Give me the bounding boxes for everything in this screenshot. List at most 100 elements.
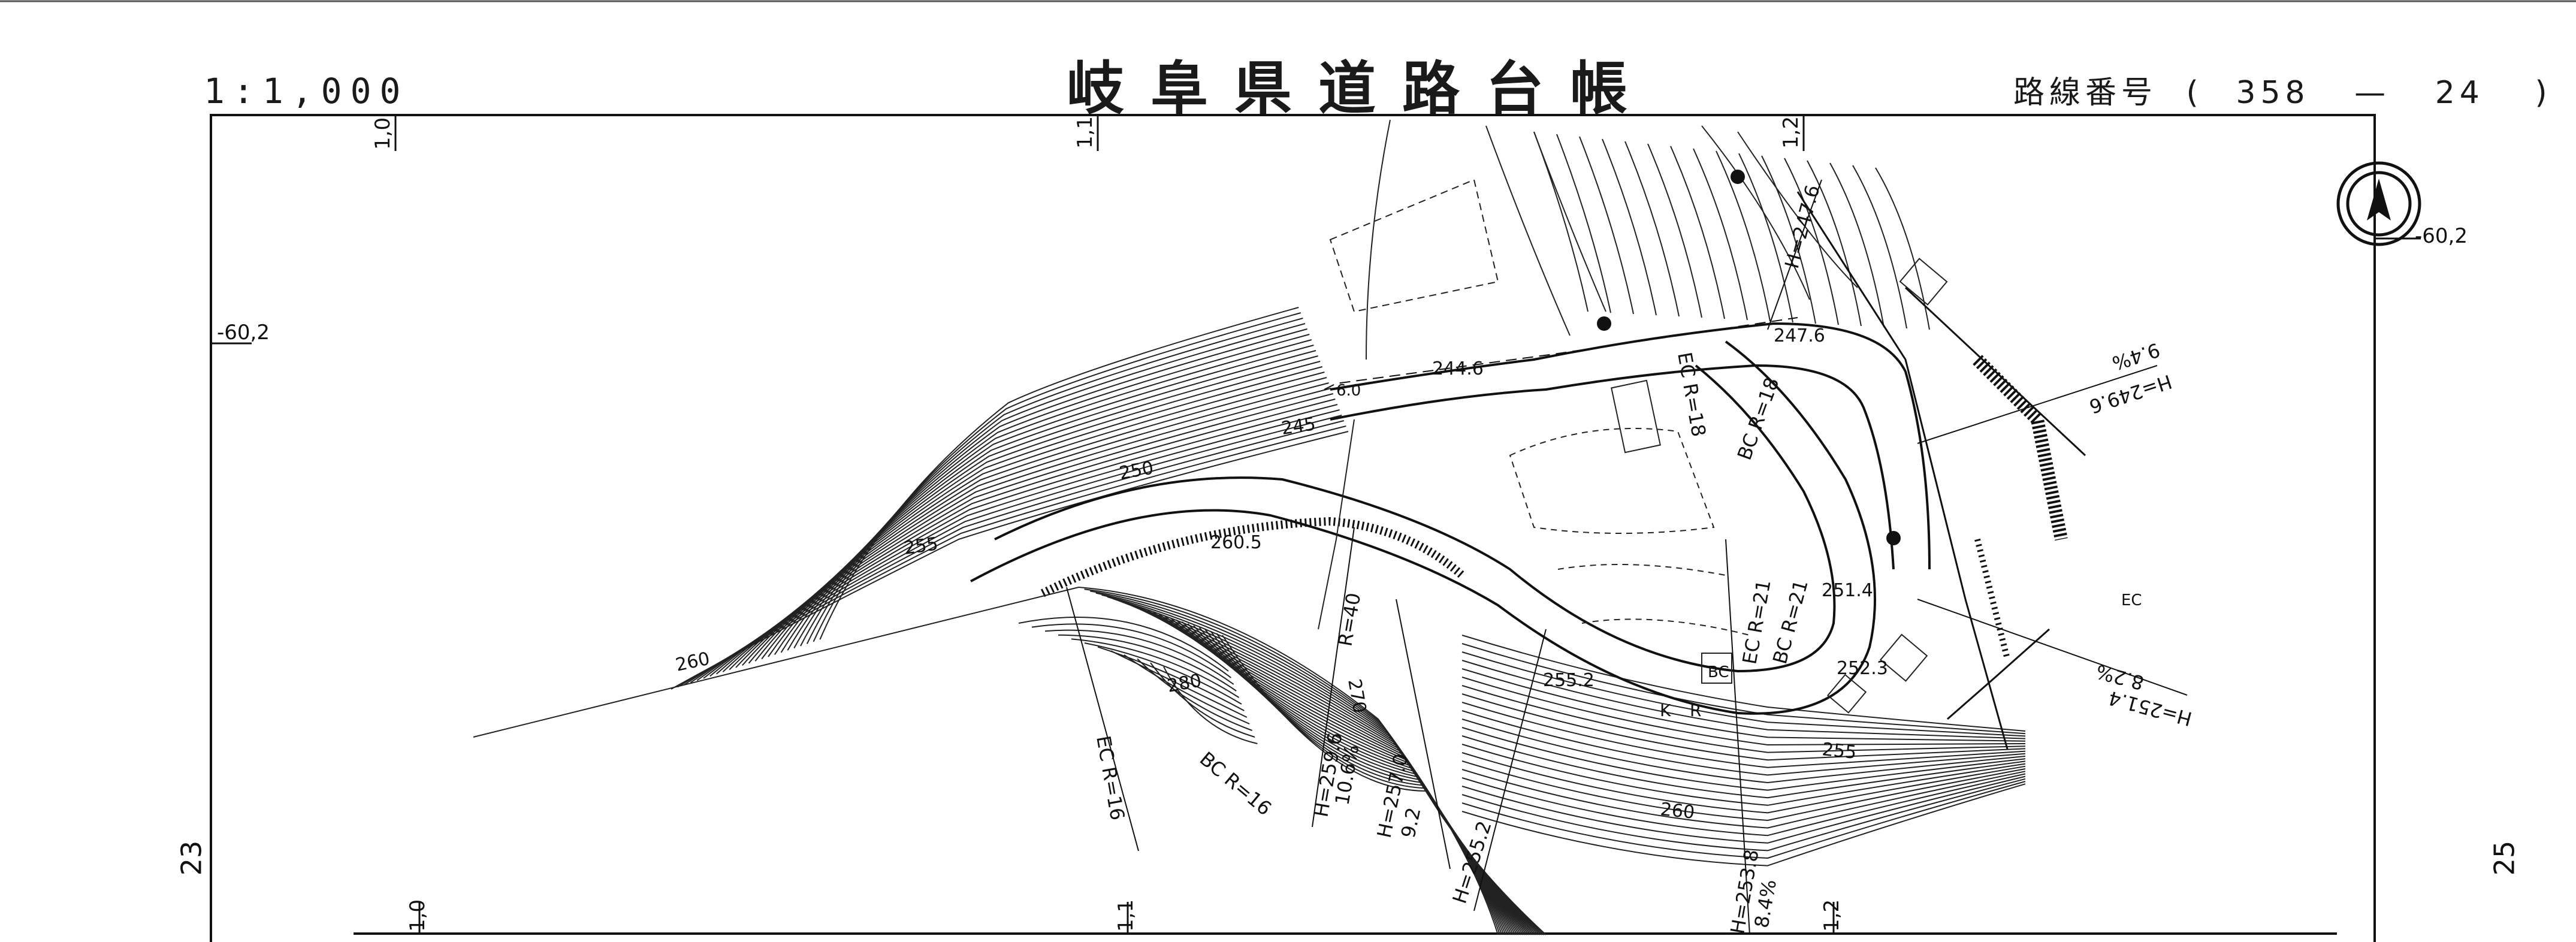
contour-line [1829, 162, 1885, 328]
road-mark: R [1690, 701, 1701, 720]
elevation-label: 244.6 [1432, 358, 1484, 379]
contour-line [754, 361, 1321, 662]
contour-label: 255 [902, 533, 940, 559]
north-arrow-icon [2336, 161, 2421, 246]
grid-label-bottom-3: 1,2 [1820, 899, 1844, 932]
road-main-north-edge [994, 364, 1836, 673]
road-mark: BC [1708, 663, 1729, 681]
contour-line [1461, 651, 2026, 737]
contour-line [793, 328, 1307, 649]
leader-lines [1066, 179, 2188, 935]
road-mark: K [1660, 701, 1671, 720]
elevation-label: 251.4 [1822, 580, 1873, 601]
contour-line [1071, 638, 1240, 698]
contour-lines [671, 131, 2026, 935]
contour-line [1137, 658, 1252, 731]
contour-label: 260 [1659, 799, 1696, 823]
contour-line [1461, 773, 2026, 837]
contour-label: 250 [1118, 457, 1155, 484]
contour-label-group: 245 250 255 260 270 280 255 260 244.6 24… [674, 325, 1888, 823]
annotation-grade: 8.2% [2094, 660, 2146, 695]
route-close-paren: ) [2535, 75, 2552, 111]
contour-line [1556, 134, 1611, 313]
contour-line [1852, 165, 1907, 329]
contour-line [774, 345, 1314, 655]
contour-line [800, 323, 1306, 647]
grid-label-left: -60,2 [217, 321, 270, 345]
contour-line [1784, 158, 1839, 325]
contour-line [1461, 781, 2026, 859]
route-section-value: 24 [2435, 75, 2484, 111]
contour-line [1058, 634, 1237, 692]
contour-line [1084, 588, 1501, 935]
road-crossing-1 [1796, 191, 2009, 750]
road-mark: EC [2121, 591, 2142, 609]
contour-line [780, 339, 1312, 653]
contour-line [1461, 778, 2026, 852]
contour-line [1461, 668, 2026, 742]
contour-line [1110, 650, 1248, 718]
route-open-paren: ( [2186, 75, 2203, 111]
route-number-value: 358 [2236, 75, 2310, 111]
contour-line [806, 318, 1303, 644]
contour-line [1461, 685, 2026, 753]
width-label: 6.0 [1336, 382, 1361, 400]
contour-line [1163, 666, 1258, 744]
contour-line [742, 372, 1325, 666]
contour-line [1078, 587, 1499, 935]
contour-line [1647, 143, 1702, 318]
contour-line [1150, 662, 1255, 738]
contour-line [1018, 617, 1229, 672]
contour-line [1602, 138, 1657, 316]
road-annotation-group: H=247.6 H=249.6 9.4% H=251.4 8.2% H=259.… [1092, 183, 2194, 936]
contour-line [787, 334, 1310, 651]
contour-label: 245 [1280, 413, 1317, 439]
contour-line [1624, 141, 1680, 317]
contour-line [1716, 150, 1771, 322]
route-number: 路線番号 ( 358 — 24 ) [2013, 67, 2552, 112]
contour-line [1533, 131, 1589, 312]
route-dash: — [2354, 75, 2391, 111]
feature-outlines [473, 119, 1948, 738]
contour-line [1461, 710, 2026, 776]
contour-line [1461, 677, 2026, 746]
contour-line [813, 312, 1301, 642]
contour-line [1461, 702, 2026, 768]
curve-label: EC R=21 [1738, 578, 1775, 666]
contour-line [761, 355, 1318, 660]
elevation-label: 247.6 [1774, 325, 1825, 346]
contour-label: 255 [1821, 739, 1858, 763]
contour-line [1670, 146, 1725, 319]
map-frame [210, 114, 2376, 942]
contour-line [748, 366, 1323, 664]
road-spur [1947, 628, 2050, 720]
contour-line [1461, 727, 2026, 791]
contour-line [1693, 148, 1748, 321]
contour-line [1461, 744, 2026, 806]
contour-line [1461, 693, 2026, 761]
contour-line [819, 307, 1299, 640]
survey-points [1597, 170, 1901, 545]
contour-line [1761, 155, 1816, 324]
contour-line [1461, 760, 2026, 822]
contour-line [1461, 735, 2026, 799]
grid-ticks-top [211, 115, 2421, 934]
curve-label: BC R=21 [1768, 577, 1813, 666]
elevation-label: 255.2 [1543, 670, 1594, 691]
curve-label: R=40 [1333, 591, 1365, 648]
contour-line [1084, 642, 1242, 705]
elevation-label: 252.3 [1837, 658, 1888, 679]
annotation-h: H=249.6 [2086, 370, 2175, 418]
road-north-edge [1330, 322, 1931, 570]
curve-label: EC R=16 [1092, 734, 1129, 822]
contour-line [1044, 629, 1234, 685]
contour-line [1461, 660, 2026, 739]
contour-line [1031, 623, 1232, 678]
grid-label-top-1: 1,0 [371, 117, 395, 150]
page-title: 岐阜県道路台帳 [1067, 55, 1654, 122]
contour-line [1124, 654, 1250, 724]
annotation-grade: 9.4% [2109, 338, 2163, 375]
curve-label: EC R=18 [1673, 351, 1710, 439]
